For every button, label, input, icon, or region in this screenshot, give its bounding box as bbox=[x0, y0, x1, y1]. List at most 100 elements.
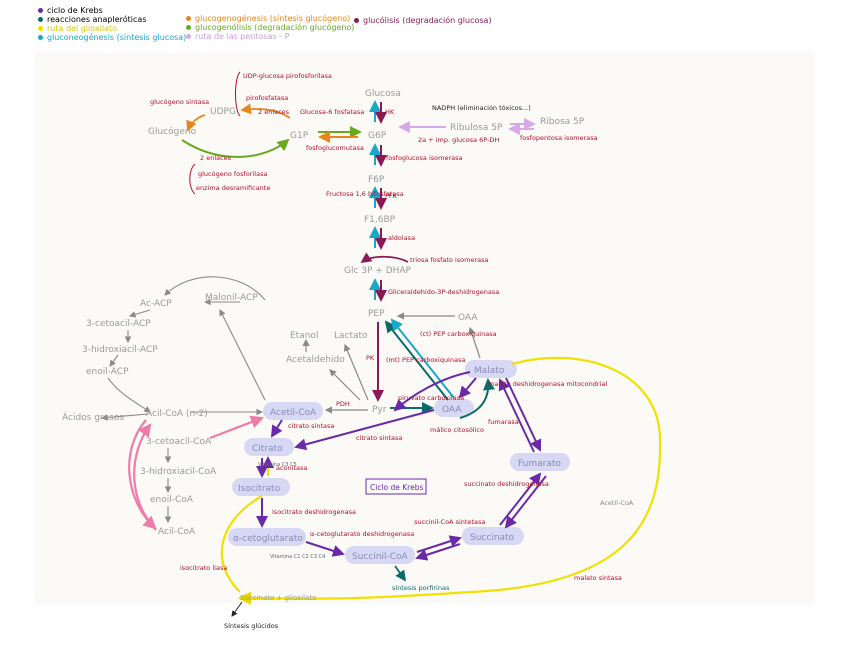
malato-pyr bbox=[393, 371, 471, 412]
metabolite-succinato: Succinato bbox=[470, 533, 515, 543]
enzyme-vitaminas-a: Vitamina C3 C5 bbox=[258, 462, 297, 468]
enzyme-sintesis-porfirinas: síntesis porfirinas bbox=[392, 584, 450, 592]
metabolite-hidroxiacil: 3-hidroxiacil-ACP bbox=[82, 345, 158, 355]
metabolite-f16bp: F1,6BP bbox=[364, 215, 396, 225]
legend-dot bbox=[38, 26, 43, 31]
enzyme-glucosa6fosfatasa: Glucosa-6 fosfatasa bbox=[300, 108, 364, 116]
legend-col-1: ciclo de Krebs reacciones anapleróticas … bbox=[38, 6, 186, 42]
enzyme-citrato-sintasa-a: citrato sintasa bbox=[288, 422, 334, 430]
enzyme-fosfoglucomutasa: fosfoglucomutasa bbox=[306, 144, 364, 152]
acacp-cetoacil bbox=[128, 309, 151, 318]
glyoxylate-loop bbox=[237, 356, 662, 605]
enzyme-fosfoglucosa: fosfoglucosa isomerasa bbox=[386, 154, 462, 162]
enzyme-succinil-sintetasa: succinil-CoA sintetasa bbox=[414, 518, 485, 526]
enzyme-pep-carb-ct: (ct) PEP carboxiquinasa bbox=[420, 330, 497, 338]
krebs-label-box bbox=[365, 478, 427, 495]
metabolite-udpg: UDPG bbox=[210, 107, 236, 117]
legend-label: ciclo de Krebs bbox=[47, 6, 103, 15]
malato-oaa-top bbox=[468, 326, 481, 359]
enzyme-pep-carb-mt: (mt) PEP carboxiquinasa bbox=[386, 356, 465, 364]
malato-oaa bbox=[458, 377, 477, 399]
enzyme-hk: HK bbox=[385, 108, 395, 116]
glyoxylate-isocitrato bbox=[220, 495, 263, 593]
enzyme-triosa: triosa fosfato isomerasa bbox=[410, 256, 488, 264]
legend-label: reacciones anapleróticas bbox=[47, 15, 147, 24]
fumarato-malato-b bbox=[505, 377, 542, 452]
metabolite-oaa: OAA bbox=[442, 405, 462, 415]
metabolite-succinil: Succinil-CoA bbox=[352, 552, 409, 562]
legend-item: ciclo de Krebs bbox=[38, 6, 186, 15]
legend-dot bbox=[38, 8, 43, 13]
glycogen-paths bbox=[181, 103, 362, 158]
metabolite-enoil-coa: enoil-CoA bbox=[150, 495, 194, 505]
legend-dot bbox=[186, 16, 191, 21]
metabolite-glucosa: Glucosa bbox=[365, 89, 401, 99]
bubble-acetil-coa bbox=[263, 402, 323, 420]
legend-col-2: glucogenogénesis (síntesis glucógeno) gl… bbox=[186, 14, 354, 41]
bubble-isocitrato bbox=[232, 478, 290, 496]
enzyme-pirofosfatasa: pirofosfatasa bbox=[246, 94, 288, 102]
metabolite-f6p: F6P bbox=[368, 175, 385, 185]
bubble-succinil bbox=[345, 546, 415, 564]
metabolite-acidos: Ácidos grasos bbox=[62, 411, 124, 423]
metabolite-lactato: Lactato bbox=[334, 331, 368, 341]
metabolite-cetoacil: 3-cetoacil-ACP bbox=[86, 319, 151, 329]
metabolite-pep: PEP bbox=[368, 309, 385, 319]
g1p-to-udpg bbox=[240, 103, 291, 119]
fatty-acid-paths bbox=[100, 276, 266, 524]
metabolite-g1p: G1P bbox=[290, 131, 309, 141]
legend-dot bbox=[354, 18, 359, 23]
legend-item: glucólisis (degradación glucosa) bbox=[354, 16, 492, 25]
main-axis bbox=[360, 100, 481, 402]
legend-item: glucogenogénesis (síntesis glucógeno) bbox=[186, 14, 354, 23]
enzyme-udp-glucosa: UDP-glucosa pirofosforilasa bbox=[243, 72, 332, 80]
metabolite-acil-coa: Acil-CoA bbox=[158, 527, 196, 537]
enzyme-malato-sintasa: malato sintasa bbox=[574, 574, 622, 582]
enzyme-pk: PK bbox=[366, 354, 375, 362]
metabolite-malato: Malato bbox=[474, 366, 505, 376]
hidroxi-enoil bbox=[109, 354, 119, 367]
metabolite-pyr: Pyr bbox=[372, 405, 387, 415]
enzyme-isocitrato-dh: isocitrato deshidrogenasa bbox=[272, 508, 356, 516]
legend-dot bbox=[38, 35, 43, 40]
enzyme-vitaminas-b: Vitamina C1 C2 C3 C4 bbox=[270, 554, 325, 560]
enzyme-piruvato-carb: piruvato carboxilasa bbox=[398, 394, 464, 402]
pyr-lactato bbox=[343, 343, 369, 401]
oaa-malato-teal bbox=[459, 378, 495, 419]
enzyme-aldolasa: aldolasa bbox=[388, 234, 415, 242]
legend-col-3: glucólisis (degradación glucosa) bbox=[354, 16, 492, 25]
metabolite-ribosa: Ribosa 5P bbox=[540, 117, 585, 127]
metabolite-hidroxiacil-coa: 3-hidroxiacil-CoA bbox=[140, 467, 217, 477]
bubble-malato bbox=[465, 360, 517, 378]
enzyme-gliceraldehido-dh: Gliceraldehído-3P-deshidrogenasa bbox=[388, 288, 499, 296]
diagram-paper bbox=[36, 54, 813, 602]
metabolite-acil-coa-n2: Acil-CoA (n-2) bbox=[146, 409, 208, 419]
acetil-citrato bbox=[270, 419, 283, 438]
succinato-succinil bbox=[415, 543, 461, 561]
enzyme-fosfopentosa: fosfopentosa isomerasa bbox=[520, 134, 598, 142]
metabolite-acetaldehido: Acetaldehido bbox=[286, 355, 345, 365]
bubble-succinato bbox=[462, 527, 524, 545]
metabolite-citrato: Citrato bbox=[252, 444, 283, 454]
enzyme-sintesis-glucidos: Síntesis glúcidos bbox=[224, 622, 279, 630]
krebs-arrows bbox=[256, 377, 547, 561]
cetoacil-acetil-pink bbox=[209, 415, 265, 440]
legend-item: glucogenólisis (degradación glucógeno) bbox=[186, 23, 354, 32]
metabolite-acetil-coa: Acetil-CoA bbox=[270, 408, 317, 418]
enzyme-fumarasa: fumarasa bbox=[488, 418, 519, 426]
metabolite-etanol: Etanol bbox=[290, 331, 318, 341]
enzyme-dos-enlaces: 2 enlaces bbox=[258, 108, 290, 116]
enzyme-citrato-sintasa-b: citrato sintasa bbox=[356, 434, 402, 442]
succinato-fumarato-b bbox=[504, 475, 547, 529]
legend-item: ruta de las pentosas - P bbox=[186, 32, 354, 41]
triosa-isomerasa bbox=[360, 252, 409, 264]
enzyme-aconitasa: aconitasa bbox=[276, 464, 307, 472]
metabolite-ribulosa: Ribulosa 5P bbox=[450, 123, 503, 133]
bracket-fosforilasa bbox=[189, 163, 196, 195]
enzyme-pdh: PDH bbox=[336, 400, 350, 408]
fumarato-malato-a bbox=[498, 378, 535, 453]
pentose-paths bbox=[398, 118, 536, 135]
bubble-oaa bbox=[434, 399, 474, 417]
acetil-acacp bbox=[164, 276, 266, 301]
